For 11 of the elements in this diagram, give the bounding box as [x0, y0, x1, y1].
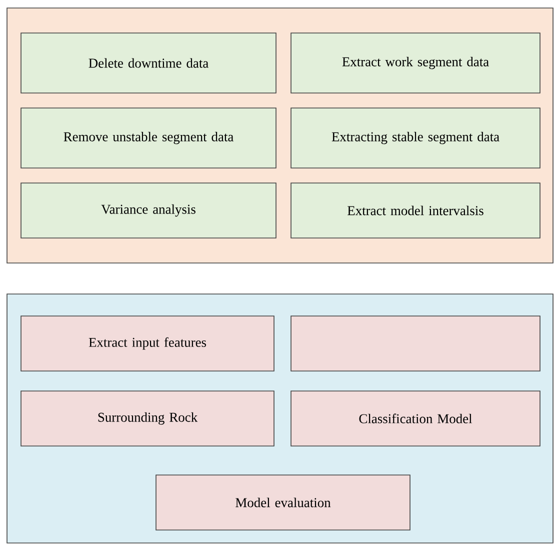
process-box: Extract model intervalsis	[290, 182, 540, 238]
empty-box	[290, 316, 540, 372]
process-box: Variance analysis	[20, 182, 276, 238]
process-box: Extract input features	[20, 316, 274, 372]
process-box: Extracting stable segment data	[290, 108, 540, 168]
process-box: Model evaluation	[156, 474, 410, 530]
process-box: Surrounding Rock	[20, 390, 274, 446]
process-box: Delete downtime data	[20, 32, 276, 94]
process-box: Extract work segment data	[290, 32, 540, 94]
process-box: Remove unstable segment data	[20, 108, 276, 168]
process-box: Classification Model	[290, 390, 540, 446]
